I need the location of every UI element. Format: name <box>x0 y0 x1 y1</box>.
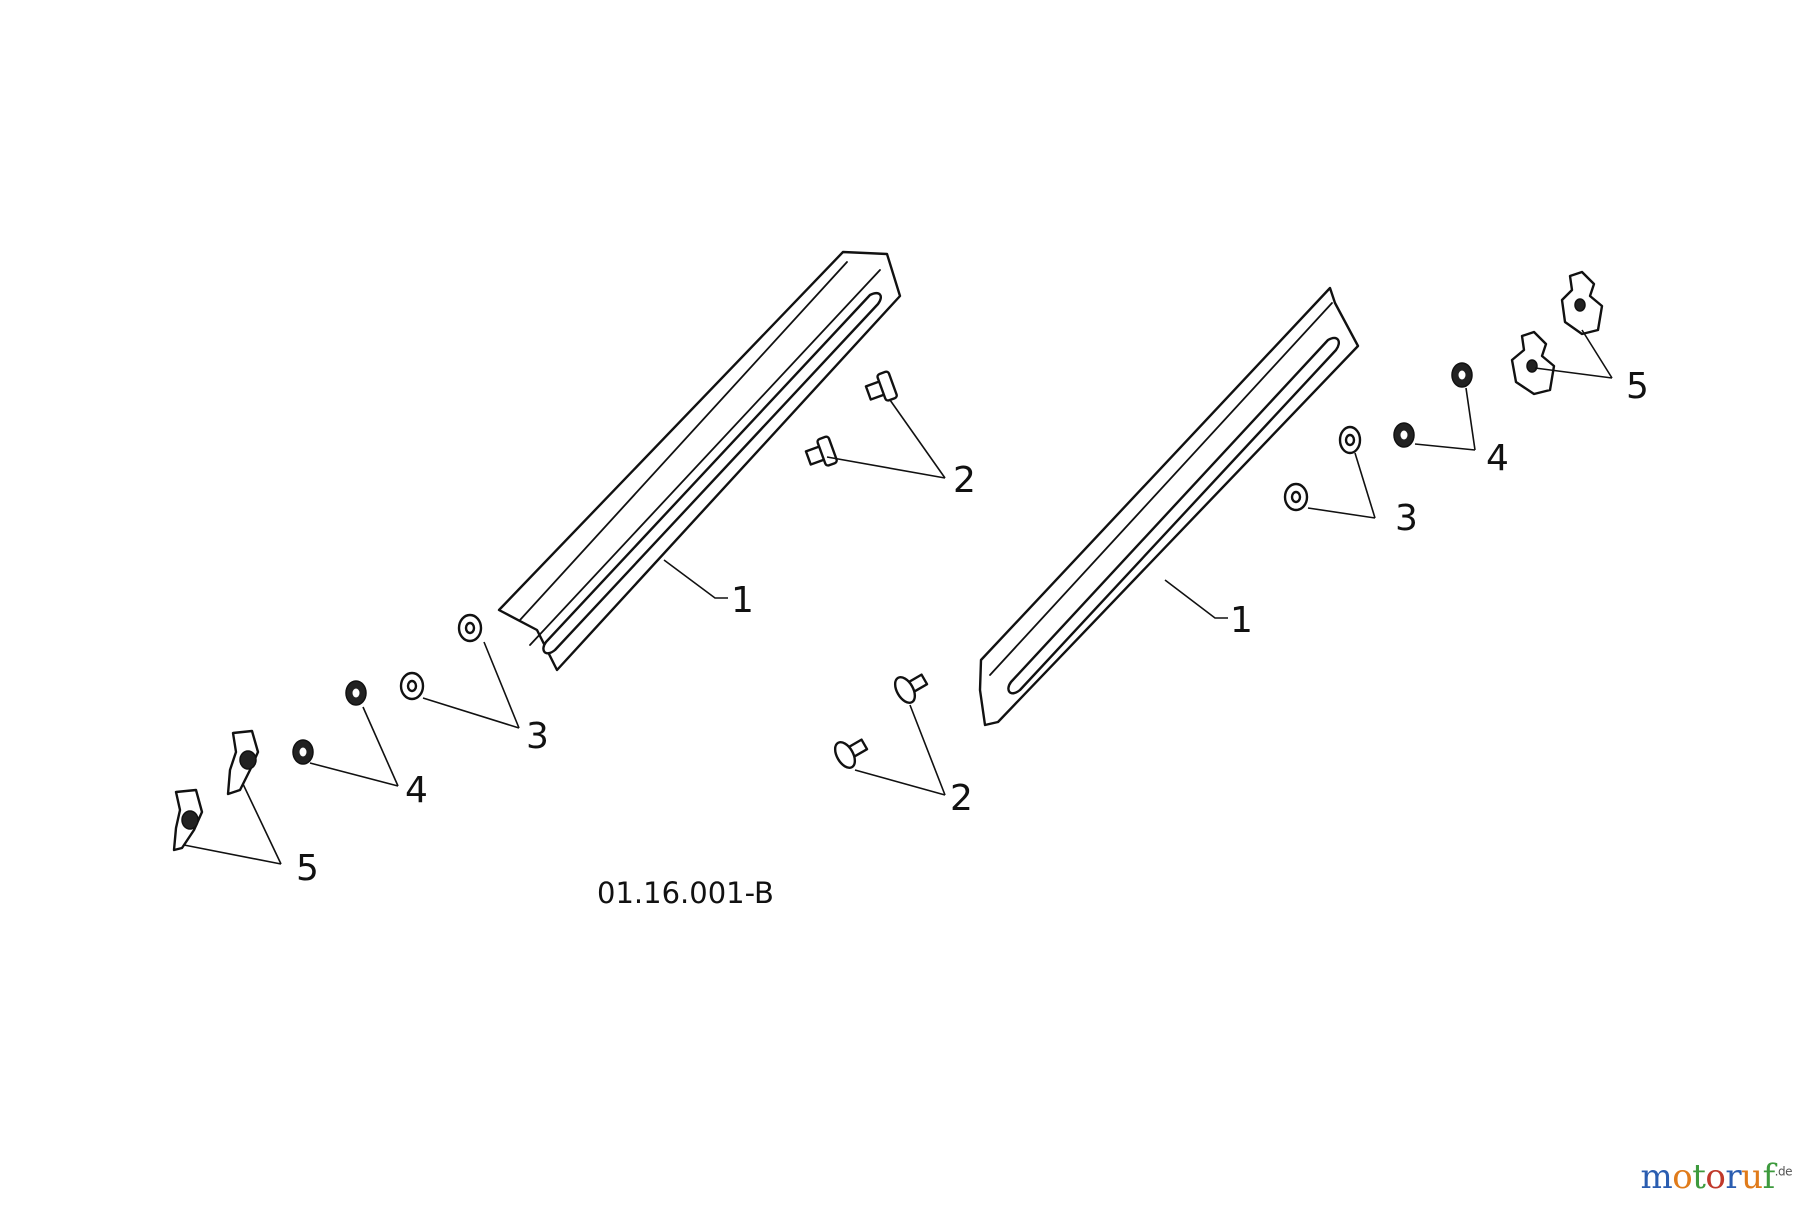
drawing-code: 01.16.001-B <box>597 876 774 910</box>
callout-3-right: 3 <box>1395 498 1418 539</box>
callout-5-right: 5 <box>1626 366 1649 407</box>
watermark-suffix: .de <box>1774 1164 1793 1179</box>
callout-1-left: 1 <box>731 580 754 621</box>
watermark-letter: o <box>1672 1157 1693 1197</box>
callout-2-left: 2 <box>953 460 976 501</box>
left-rail-part <box>497 250 902 672</box>
right-assembly: 1 2 3 4 5 <box>833 270 1649 819</box>
watermark-letter: t <box>1692 1157 1706 1197</box>
callout-5-left: 5 <box>296 848 319 889</box>
left-clamps <box>172 729 260 852</box>
callout-3-left: 3 <box>526 716 549 757</box>
right-nuts <box>1393 362 1473 448</box>
watermark-letter: m <box>1640 1157 1673 1197</box>
callout-4-left: 4 <box>405 770 428 811</box>
watermark-logo-text: motoruf <box>1640 1157 1776 1197</box>
watermark-letter: u <box>1741 1157 1763 1197</box>
watermark-letter: r <box>1725 1157 1742 1197</box>
callout-2-right: 2 <box>950 778 973 819</box>
left-nuts <box>292 680 367 765</box>
right-leader-lines <box>854 329 1613 796</box>
left-bolts <box>804 370 898 467</box>
right-pins <box>833 673 929 769</box>
watermark-letter: o <box>1705 1157 1726 1197</box>
left-assembly: 1 2 3 4 5 <box>172 250 976 889</box>
right-clamps <box>1510 270 1604 396</box>
watermark-letter: f <box>1762 1157 1776 1197</box>
left-leader-lines <box>183 399 946 865</box>
right-washers <box>1283 425 1362 512</box>
right-rail-part <box>978 286 1360 727</box>
motoruf-watermark: motoruf.de <box>1640 1157 1793 1197</box>
callout-1-right: 1 <box>1230 600 1253 641</box>
callout-4-right: 4 <box>1486 438 1509 479</box>
left-washers <box>399 613 483 701</box>
